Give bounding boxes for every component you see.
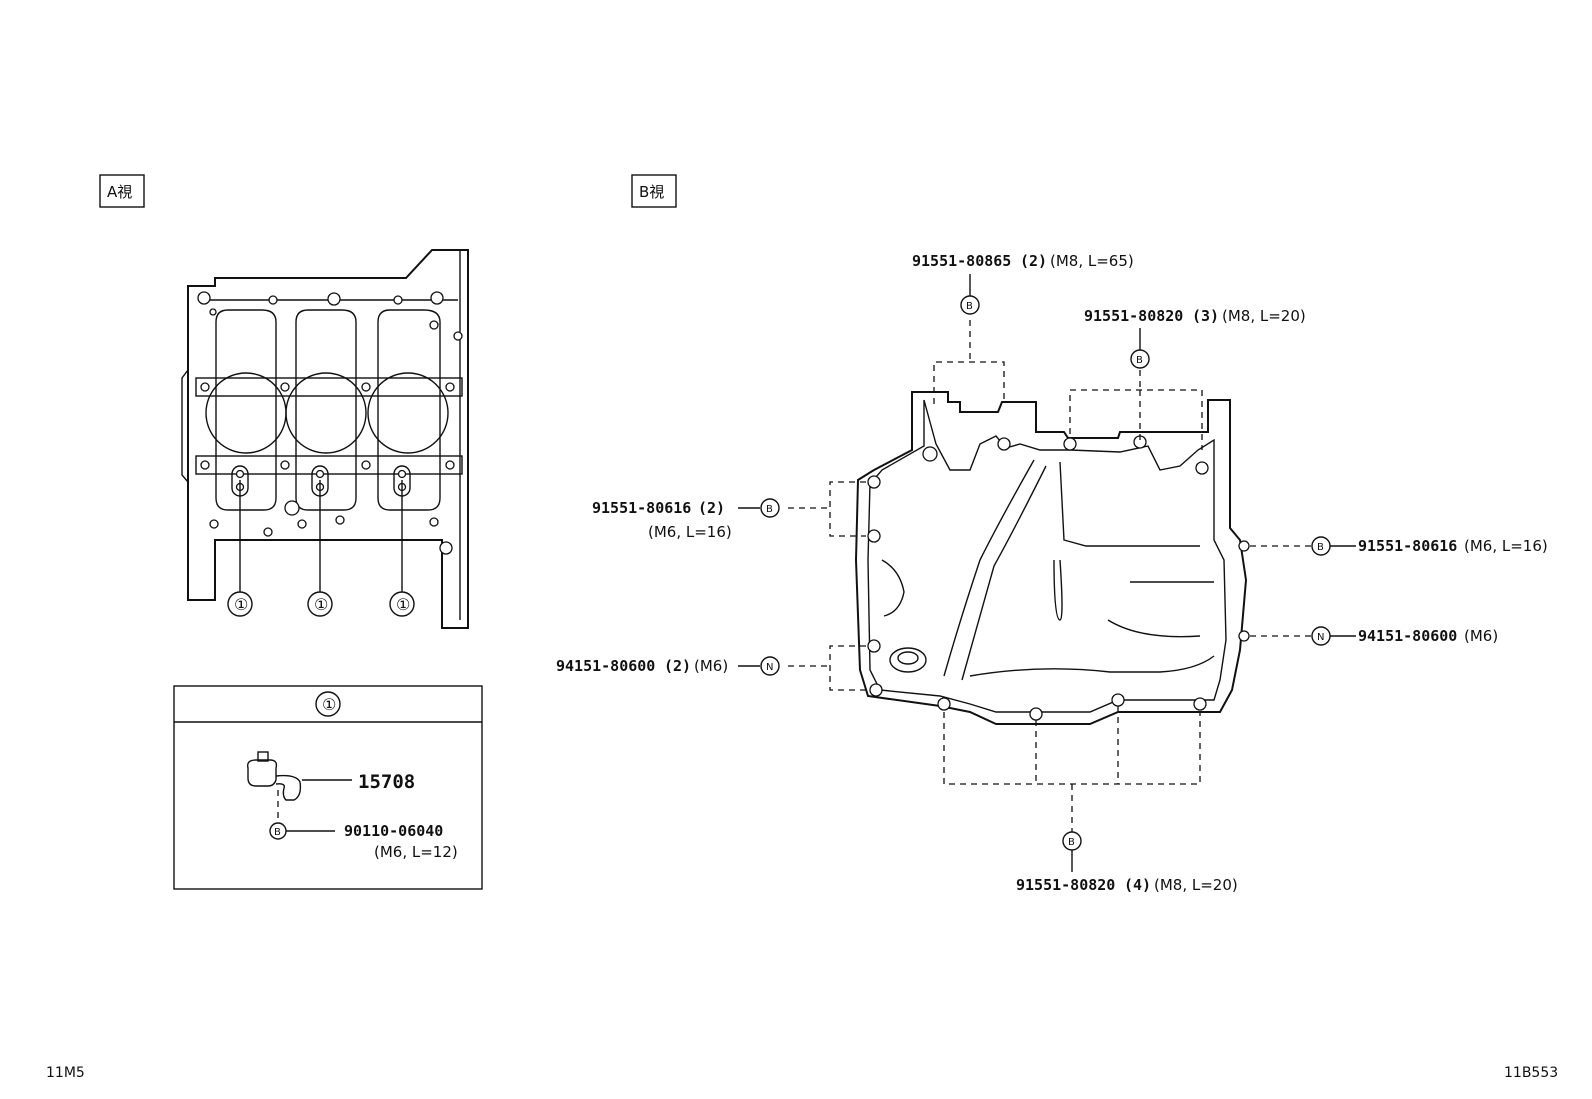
bearing-web-3 [367, 309, 449, 511]
callout-marker-1b: ① [307, 591, 333, 617]
callout-spec: (M6) [1464, 627, 1498, 645]
callout-spec: (M6, L=16) [648, 523, 732, 541]
callout-spec: (M8, L=20) [1222, 307, 1306, 325]
bolt-mark-text: B [1068, 837, 1075, 848]
callout-spec: (M8, L=20) [1154, 876, 1238, 894]
bolt-mark-b-circle [760, 498, 780, 518]
bolt-mark-text: B [1136, 355, 1143, 366]
view-b-text: B視 [639, 183, 664, 201]
callout-qty: (2) [1020, 252, 1047, 270]
footer-right-code: 11B553 [1504, 1065, 1558, 1081]
callout-spec: (M6, L=16) [1464, 537, 1548, 555]
callout-bolt-top: 91551-80865 (2) (M8, L=65) B [912, 252, 1134, 315]
footer-left-code: 11M5 [46, 1065, 85, 1081]
callout-bolt-top-right: 91551-80820 (3) (M8, L=20) B [1084, 307, 1306, 369]
bolt-mark-b-circle [1130, 349, 1150, 369]
detail-box: ① 15708 B 90110-06040 (M6, L=12) [173, 685, 483, 890]
callout-spec: (M8, L=65) [1050, 252, 1134, 270]
callout-part-number: 91551-80820 [1084, 307, 1183, 325]
bolt-spec: (M6, L=12) [374, 843, 458, 861]
bolt-part-number: 90110-06040 [344, 822, 443, 840]
callout-marker-1a: ① [227, 591, 253, 617]
bolt-group-brackets [788, 320, 1312, 832]
callout-stud-right: N 94151-80600 (M6) [1311, 626, 1498, 646]
oil-jet-part-number: 15708 [358, 771, 415, 793]
callout-bolt-bottom: B 91551-80820 (4) (M8, L=20) [1016, 831, 1238, 894]
callout-marker-text: ① [314, 595, 328, 614]
stud-mark-text: N [766, 662, 773, 673]
callout-part-number: 94151-80600 [1358, 627, 1457, 645]
callout-part-number: 94151-80600 [556, 657, 655, 675]
bolt-mark-b: B [269, 822, 287, 840]
bolt-mark-text: B [966, 301, 973, 312]
view-a-label: A視 [99, 174, 145, 208]
callout-part-number: 91551-80616 [592, 499, 691, 517]
bolt-mark-text: B [766, 504, 773, 515]
oil-jet-icon [246, 751, 302, 801]
callout-part-number: 91551-80820 [1016, 876, 1115, 894]
callout-part-number: 91551-80616 [1358, 537, 1457, 555]
callout-marker-text: ① [234, 595, 248, 614]
cylinder-block-drawing: ① ① ① [181, 249, 469, 629]
bearing-web-1 [205, 309, 287, 511]
callout-qty: (3) [1192, 307, 1219, 325]
callout-marker-text: ① [396, 595, 410, 614]
bearing-web-2 [285, 309, 367, 511]
callout-spec: (M6) [694, 657, 728, 675]
view-b-label: B視 [631, 174, 677, 208]
callout-stud-left: 94151-80600 (2) (M6) N [556, 656, 780, 676]
callout-marker-1c: ① [389, 591, 415, 617]
callout-qty: (4) [1124, 876, 1151, 894]
oil-pan-drawing [854, 391, 1250, 725]
callout-qty: (2) [664, 657, 691, 675]
callout-bolt-right: B 91551-80616 (M6, L=16) [1311, 536, 1548, 556]
view-a-text: A視 [107, 183, 132, 201]
detail-box-header: ① [322, 695, 336, 714]
bolt-mark-text: B [274, 827, 281, 838]
bolt-mark-b-circle [960, 295, 980, 315]
drain-plug-boss [889, 647, 927, 673]
callout-part-number: 91551-80865 [912, 252, 1011, 270]
callout-bolt-left: 91551-80616 (2) (M6, L=16) B [592, 498, 780, 541]
bolt-mark-text: B [1317, 542, 1324, 553]
callout-qty: (2) [698, 499, 725, 517]
stud-mark-n-circle [760, 656, 780, 676]
stud-mark-text: N [1317, 632, 1324, 643]
